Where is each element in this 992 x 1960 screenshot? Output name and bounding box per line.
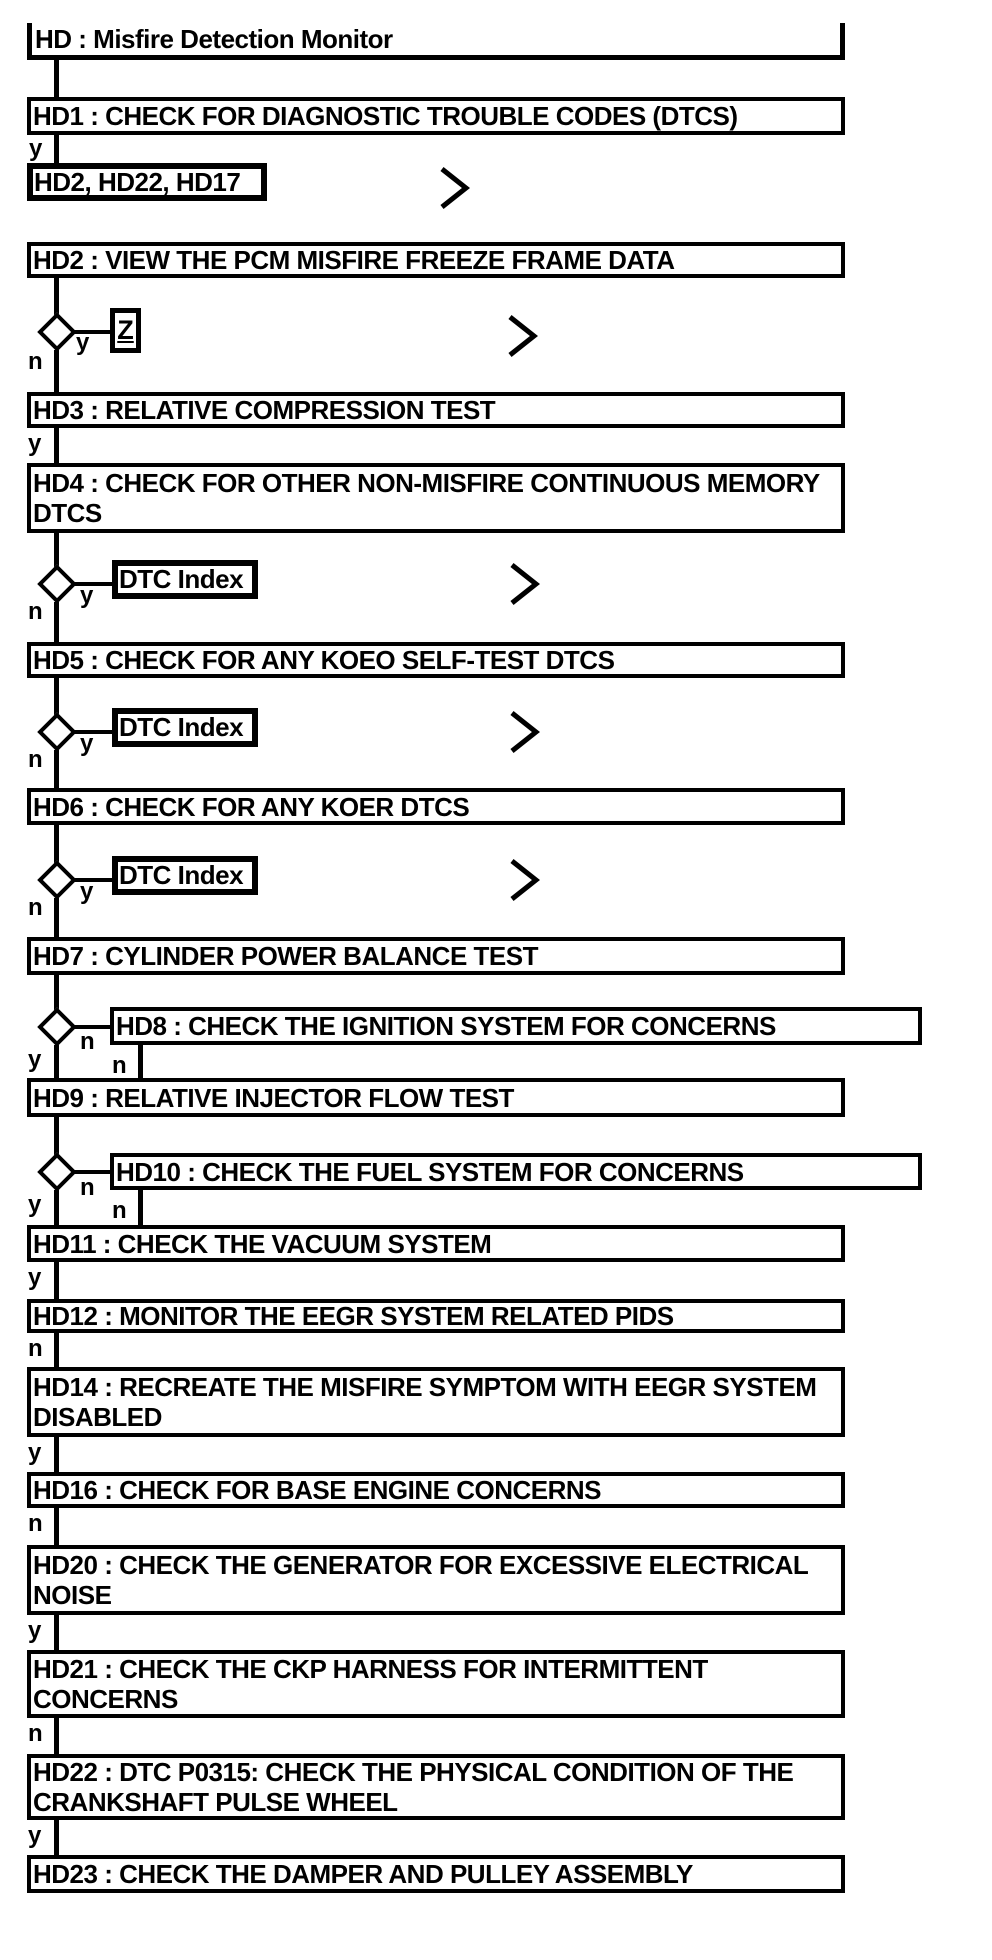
- connector: [54, 975, 59, 1013]
- connector: [72, 878, 114, 882]
- goto-dtc-index[interactable]: DTC Index: [112, 560, 258, 599]
- branch-label-yes: y: [28, 1046, 42, 1073]
- step-hd14[interactable]: HD14 : RECREATE THE MISFIRE SYMPTOM WITH…: [27, 1367, 845, 1437]
- decision-diamond: [37, 564, 77, 604]
- step-hd8[interactable]: HD8 : CHECK THE IGNITION SYSTEM FOR CONC…: [110, 1007, 922, 1045]
- decision-diamond: [37, 860, 77, 900]
- goto-dtc-index[interactable]: DTC Index: [112, 856, 258, 895]
- step-hd20[interactable]: HD20 : CHECK THE GENERATOR FOR EXCESSIVE…: [27, 1545, 845, 1615]
- connector: [54, 1718, 59, 1754]
- step-hd16[interactable]: HD16 : CHECK FOR BASE ENGINE CONCERNS: [27, 1472, 845, 1508]
- branch-label-yes: y: [28, 1617, 42, 1644]
- footnote-z-ref[interactable]: Z: [110, 308, 141, 353]
- connector: [54, 898, 59, 937]
- goto-chevron-icon[interactable]: [438, 166, 470, 210]
- connector: [54, 1045, 59, 1078]
- goto-dtc-index[interactable]: DTC Index: [112, 708, 258, 747]
- branch-label-no: n: [28, 598, 43, 625]
- branch-label-no: n: [28, 348, 43, 375]
- connector: [54, 350, 59, 393]
- branch-label-yes: y: [28, 1439, 42, 1466]
- step-hd2[interactable]: HD2 : VIEW THE PCM MISFIRE FREEZE FRAME …: [27, 242, 845, 278]
- step-hd7[interactable]: HD7 : CYLINDER POWER BALANCE TEST: [27, 937, 845, 975]
- step-hd12[interactable]: HD12 : MONITOR THE EEGR SYSTEM RELATED P…: [27, 1299, 845, 1333]
- goto-chevron-icon[interactable]: [508, 858, 540, 902]
- connector: [54, 1262, 59, 1299]
- step-hd6[interactable]: HD6 : CHECK FOR ANY KOER DTCS: [27, 788, 845, 825]
- connector: [54, 1333, 59, 1367]
- connector: [54, 1820, 59, 1855]
- branch-label-no: n: [28, 746, 43, 773]
- connector: [138, 1190, 143, 1225]
- branch-label-no: n: [112, 1052, 127, 1079]
- step-hd11[interactable]: HD11 : CHECK THE VACUUM SYSTEM: [27, 1225, 845, 1262]
- step-hd10[interactable]: HD10 : CHECK THE FUEL SYSTEM FOR CONCERN…: [110, 1153, 922, 1190]
- flowchart-title: HD : Misfire Detection Monitor: [27, 23, 845, 60]
- connector: [72, 330, 112, 334]
- connector: [72, 1170, 112, 1174]
- connector: [54, 1190, 59, 1225]
- connector: [138, 1045, 143, 1078]
- connector: [72, 1025, 112, 1029]
- connector: [54, 60, 59, 97]
- connector: [54, 750, 59, 788]
- goto-chevron-icon[interactable]: [506, 314, 538, 358]
- step-hd23[interactable]: HD23 : CHECK THE DAMPER AND PULLEY ASSEM…: [27, 1855, 845, 1893]
- branch-label-no: n: [80, 1028, 95, 1055]
- connector: [54, 1615, 59, 1650]
- connector: [54, 533, 59, 570]
- branch-label-no: n: [112, 1197, 127, 1224]
- branch-label-yes: y: [28, 1191, 42, 1218]
- branch-label-yes: y: [28, 1264, 42, 1291]
- connector: [54, 135, 59, 163]
- branch-label-no: n: [80, 1174, 95, 1201]
- decision-diamond: [37, 712, 77, 752]
- goto-chevron-icon[interactable]: [508, 710, 540, 754]
- connector: [54, 602, 59, 642]
- connector: [54, 678, 59, 718]
- branch-label-yes: y: [28, 1822, 42, 1849]
- branch-label-yes: y: [28, 430, 42, 457]
- branch-label-yes: y: [29, 135, 43, 162]
- decision-diamond: [37, 1152, 77, 1192]
- step-hd4[interactable]: HD4 : CHECK FOR OTHER NON-MISFIRE CONTIN…: [27, 463, 845, 533]
- goto-chevron-icon[interactable]: [508, 562, 540, 606]
- connector: [54, 428, 59, 463]
- decision-diamond: [37, 1007, 77, 1047]
- connector: [72, 582, 114, 586]
- connector: [54, 825, 59, 866]
- branch-label-yes: y: [80, 730, 94, 757]
- branch-label-no: n: [28, 1335, 43, 1362]
- step-hd9[interactable]: HD9 : RELATIVE INJECTOR FLOW TEST: [27, 1078, 845, 1117]
- branch-label-no: n: [28, 1720, 43, 1747]
- branch-label-no: n: [28, 1510, 43, 1537]
- connector: [54, 1437, 59, 1472]
- connector: [54, 1508, 59, 1545]
- step-hd21[interactable]: HD21 : CHECK THE CKP HARNESS FOR INTERMI…: [27, 1650, 845, 1718]
- connector: [54, 1117, 59, 1158]
- branch-label-yes: y: [76, 329, 90, 356]
- step-hd22[interactable]: HD22 : DTC P0315: CHECK THE PHYSICAL CON…: [27, 1754, 845, 1820]
- branch-label-no: n: [28, 894, 43, 921]
- branch-label-yes: y: [80, 878, 94, 905]
- goto-ref-hd2-hd22-hd17[interactable]: HD2, HD22, HD17: [27, 163, 267, 201]
- step-hd3[interactable]: HD3 : RELATIVE COMPRESSION TEST: [27, 392, 845, 428]
- decision-diamond: [37, 312, 77, 352]
- step-hd1[interactable]: HD1 : CHECK FOR DIAGNOSTIC TROUBLE CODES…: [27, 97, 845, 135]
- connector: [72, 730, 114, 734]
- step-hd5[interactable]: HD5 : CHECK FOR ANY KOEO SELF-TEST DTCS: [27, 642, 845, 678]
- branch-label-yes: y: [80, 582, 94, 609]
- connector: [54, 278, 59, 318]
